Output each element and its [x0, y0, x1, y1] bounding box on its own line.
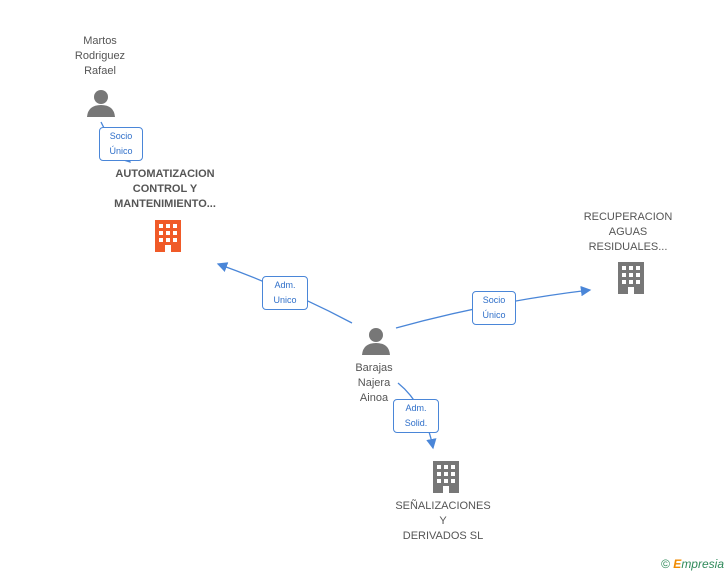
- node-label-line: Rafael: [84, 65, 116, 77]
- brand-logo-text: mpresia: [681, 557, 724, 571]
- person-icon[interactable]: [86, 88, 116, 118]
- copyright-footer: © Empresia: [661, 557, 724, 571]
- building-icon[interactable]: [152, 219, 184, 253]
- node-label-line: MANTENIMIENTO...: [114, 198, 216, 210]
- edge-label-line: Adm.: [274, 280, 296, 290]
- edge-label-line: Solid.: [404, 418, 428, 428]
- node-label-line: Najera: [357, 377, 391, 389]
- node-label-line: Rodriguez: [74, 50, 126, 62]
- node-label-line: Barajas: [355, 362, 393, 374]
- node-label-line: CONTROL Y: [132, 183, 198, 195]
- node-label-line: DERIVADOS SL: [402, 530, 484, 542]
- brand-logo-initial: E: [673, 557, 682, 571]
- person-icon[interactable]: [361, 326, 391, 356]
- node-label-recuperacion: RECUPERACION AGUAS RESIDUALES...: [573, 210, 683, 255]
- node-label-barajas: Barajas Najera Ainoa: [334, 361, 414, 406]
- node-label-automatizacion: AUTOMATIZACION CONTROL Y MANTENIMIENTO..…: [100, 167, 230, 212]
- node-label-line: SEÑALIZACIONES: [395, 500, 491, 512]
- edge-label-adm-unico: Adm. Unico: [262, 276, 308, 310]
- node-label-martos: Martos Rodriguez Rafael: [60, 34, 140, 79]
- edge-label-line: Único: [109, 146, 133, 156]
- node-label-senalizaciones: SEÑALIZACIONES Y DERIVADOS SL: [383, 499, 503, 544]
- copyright-symbol: ©: [661, 557, 670, 571]
- edge-label-socio-unico: Socio Único: [472, 291, 516, 325]
- node-label-line: RESIDUALES...: [588, 241, 668, 253]
- edge-label-socio-unico: Socio Único: [99, 127, 143, 161]
- edge-label-line: Unico: [273, 295, 297, 305]
- node-label-line: RECUPERACION: [583, 211, 673, 223]
- edge-label-adm-solid: Adm. Solid.: [393, 399, 439, 433]
- edge-label-line: Socio: [482, 295, 506, 305]
- edge-label-line: Único: [482, 310, 506, 320]
- node-label-line: Martos: [83, 35, 117, 47]
- node-label-line: AUTOMATIZACION: [115, 168, 215, 180]
- building-icon[interactable]: [615, 261, 647, 295]
- node-label-line: AGUAS: [608, 226, 648, 238]
- node-label-line: Y: [439, 515, 447, 527]
- edge-label-line: Adm.: [405, 403, 427, 413]
- node-label-line: Ainoa: [359, 392, 389, 404]
- edge-label-line: Socio: [109, 131, 133, 141]
- building-icon[interactable]: [430, 460, 462, 494]
